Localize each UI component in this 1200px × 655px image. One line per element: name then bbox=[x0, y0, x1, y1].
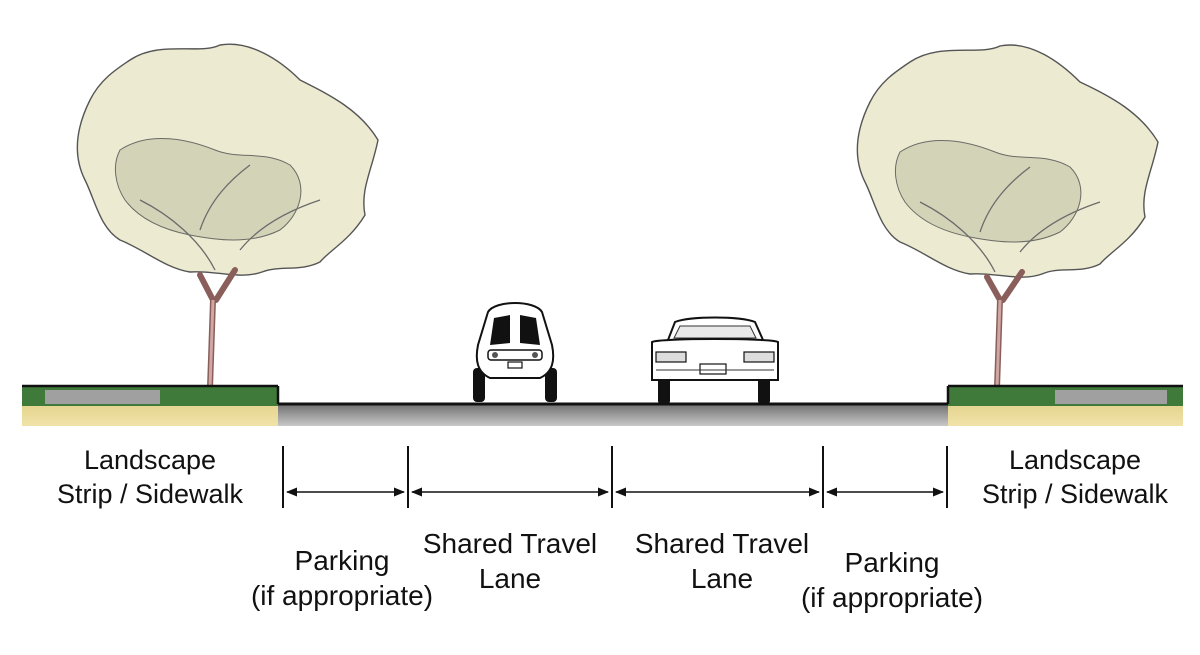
roadway bbox=[278, 402, 948, 426]
left-tree-illustration bbox=[76, 43, 379, 391]
left-landscape-strip bbox=[22, 384, 280, 426]
label-right-parking: Parking (if appropriate) bbox=[800, 547, 984, 613]
dimension-markers bbox=[282, 446, 948, 508]
sedan-illustration bbox=[651, 316, 779, 404]
right-tree-illustration bbox=[856, 44, 1159, 391]
label-left-shared-travel-lane: Shared Travel Lane bbox=[422, 528, 598, 594]
label-right-landscape-strip: Landscape Strip / Sidewalk bbox=[981, 445, 1169, 509]
label-left-landscape-strip: Landscape Strip / Sidewalk bbox=[56, 445, 244, 509]
right-landscape-strip bbox=[946, 384, 1183, 426]
label-left-parking: Parking (if appropriate) bbox=[250, 545, 434, 611]
small-vehicle-illustration bbox=[473, 302, 557, 402]
label-right-shared-travel-lane: Shared Travel Lane bbox=[634, 528, 810, 594]
